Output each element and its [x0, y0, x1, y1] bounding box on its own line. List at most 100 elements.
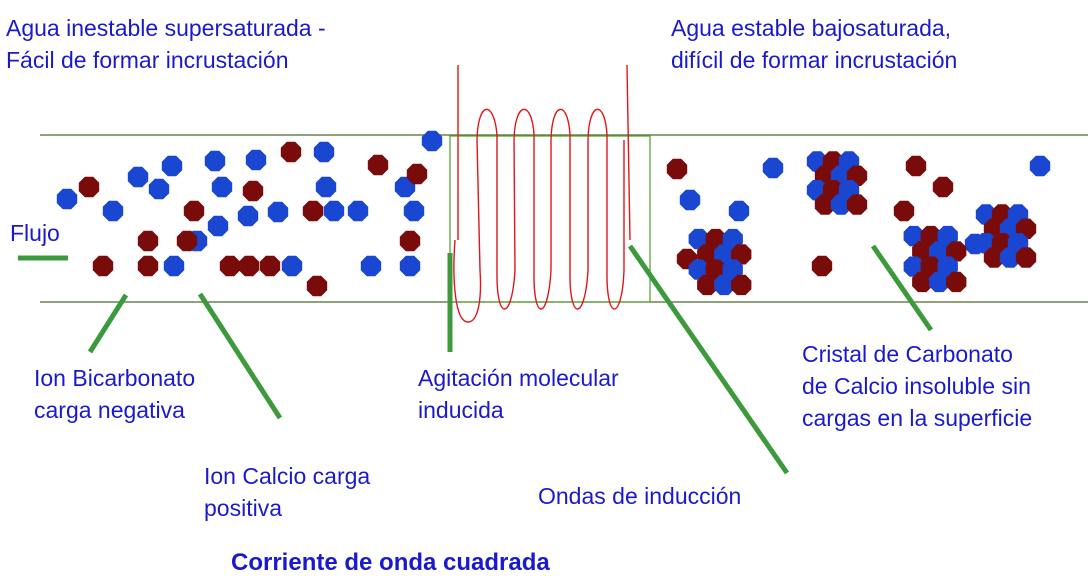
- bicarbonate-ion: [176, 230, 198, 252]
- calcium-ion: [204, 150, 226, 172]
- bicarbonate-ion: [932, 176, 954, 198]
- crystal-bicarbonate-ion: [705, 259, 726, 280]
- calcium-ion: [237, 205, 259, 227]
- calcium-ion: [56, 188, 78, 210]
- crystal-calcium-ion: [714, 274, 735, 296]
- crystal-bicarbonate-ion: [946, 241, 967, 262]
- calcium-ion: [728, 200, 750, 222]
- calcium-ion: [207, 215, 229, 237]
- bicarbonate-label-line2: carga negativa: [34, 397, 185, 423]
- calcium-ion: [245, 149, 267, 171]
- crystal-calcium-ion: [688, 228, 709, 250]
- crystal-bicarbonate-ion: [705, 228, 726, 250]
- crystal-calcium-ion: [999, 247, 1021, 268]
- bottom-title: Corriente de onda cuadrada: [231, 549, 550, 576]
- bicarbonate-ion: [893, 200, 915, 222]
- crystal-bicarbonate-ion: [983, 247, 1005, 268]
- bicarbonate-ion: [406, 163, 428, 185]
- bicarbonate-ion: [367, 154, 389, 176]
- unstable-water-label-line1: Agua inestable supersaturada -: [6, 15, 326, 41]
- crystal-bicarbonate-ion: [946, 271, 967, 293]
- bicarbonate-pointer: [87, 293, 129, 354]
- calcium-ion: [347, 200, 369, 222]
- calcium-ion: [281, 255, 303, 277]
- crystal-bicarbonate-ion: [731, 274, 752, 296]
- bicarbonate-ion: [666, 158, 688, 180]
- crystal-bicarbonate-ion: [814, 194, 836, 215]
- bicarbonate-ion: [92, 255, 114, 277]
- calcium-ion: [163, 255, 185, 277]
- bicarbonate-ion: [306, 275, 328, 297]
- flow-label: Flujo: [10, 220, 60, 246]
- calcium-ion: [394, 176, 416, 198]
- crystal-calcium-ion: [722, 259, 743, 280]
- calcium-ion: [313, 141, 335, 163]
- calcium-ion: [762, 157, 784, 179]
- crystal-calcium-ion: [937, 256, 958, 277]
- molecules: [56, 130, 1051, 297]
- bicarbonate-ion: [137, 255, 159, 277]
- crystal-calcium-ion: [722, 228, 743, 250]
- bicarbonate-ion: [242, 180, 264, 202]
- calcium-ion: [399, 255, 421, 277]
- bicarbonate-ion: [78, 176, 100, 198]
- crystal-bicarbonate-ion: [697, 274, 718, 296]
- calcium-ion: [102, 200, 124, 222]
- calcium-ion: [315, 176, 337, 198]
- agitation-label-line2: inducida: [418, 397, 504, 423]
- bicarbonate-ion: [811, 255, 833, 277]
- crystal-bicarbonate-ion: [697, 244, 718, 265]
- crystal-calcium-ion: [714, 244, 735, 265]
- waves-label: Ondas de inducción: [538, 483, 742, 509]
- calcium-ion: [161, 155, 183, 177]
- agitation-label-line1: Agitación molecular: [418, 365, 619, 391]
- crystal-bicarbonate-ion: [912, 241, 933, 262]
- crystal-label-line2: de Calcio insoluble sin: [802, 373, 1031, 399]
- induction-zone-box: [449, 135, 651, 303]
- bicarbonate-ion: [280, 141, 302, 163]
- crystal-calcium-ion: [903, 256, 924, 277]
- bicarbonate-ion: [183, 200, 205, 222]
- crystal-calcium-ion: [903, 225, 924, 247]
- bicarbonate-ion: [219, 255, 241, 277]
- crystal-calcium-ion: [830, 194, 852, 215]
- calcium-label-line1: Ion Calcio carga: [204, 463, 371, 489]
- crystal-calcium-ion: [688, 259, 709, 280]
- calcium-ion: [360, 255, 382, 277]
- crystal-calcium-ion: [929, 271, 950, 293]
- crystal-bicarbonate-ion: [1015, 247, 1037, 268]
- calcium-pointer: [197, 292, 283, 420]
- crystal-label-line1: Cristal de Carbonato: [802, 341, 1013, 367]
- crystal-bicarbonate-ion: [731, 244, 752, 265]
- crystal-label-line3: cargas en la superficie: [802, 405, 1033, 431]
- bicarbonate-label-line1: Ion Bicarbonato: [34, 365, 196, 391]
- calcium-label-line2: positiva: [204, 495, 282, 521]
- bicarbonate-ion: [137, 230, 159, 252]
- crystal-bicarbonate-ion: [846, 194, 868, 215]
- calcium-ion: [403, 200, 425, 222]
- crystal-calcium-ion: [929, 241, 950, 262]
- calcium-ion: [1029, 155, 1051, 177]
- bicarbonate-ion: [302, 200, 324, 222]
- bicarbonate-ion: [399, 230, 421, 252]
- crystal-bicarbonate-ion: [920, 256, 941, 277]
- calcium-ion: [323, 200, 345, 222]
- calcium-ion: [679, 189, 701, 211]
- calcium-ion: [421, 130, 443, 152]
- calcium-ion: [127, 166, 149, 188]
- calcium-ion: [148, 178, 170, 200]
- induction-coil: [453, 64, 631, 323]
- pointer-lines: [18, 244, 934, 475]
- waves-pointer: [627, 244, 790, 475]
- crystal-calcium-ion: [937, 225, 958, 247]
- calcium-ion: [211, 176, 233, 198]
- calcium-ion: [267, 201, 289, 223]
- bicarbonate-ion: [238, 255, 260, 277]
- crystal-bicarbonate-ion: [912, 271, 933, 293]
- crystal-bicarbonate-ion: [920, 225, 941, 247]
- unstable-water-label-line2: Fácil de formar incrustación: [6, 47, 289, 73]
- bicarbonate-ion: [905, 155, 927, 177]
- stable-water-label-line1: Agua estable bajosaturada,: [671, 15, 952, 41]
- bicarbonate-ion: [259, 255, 281, 277]
